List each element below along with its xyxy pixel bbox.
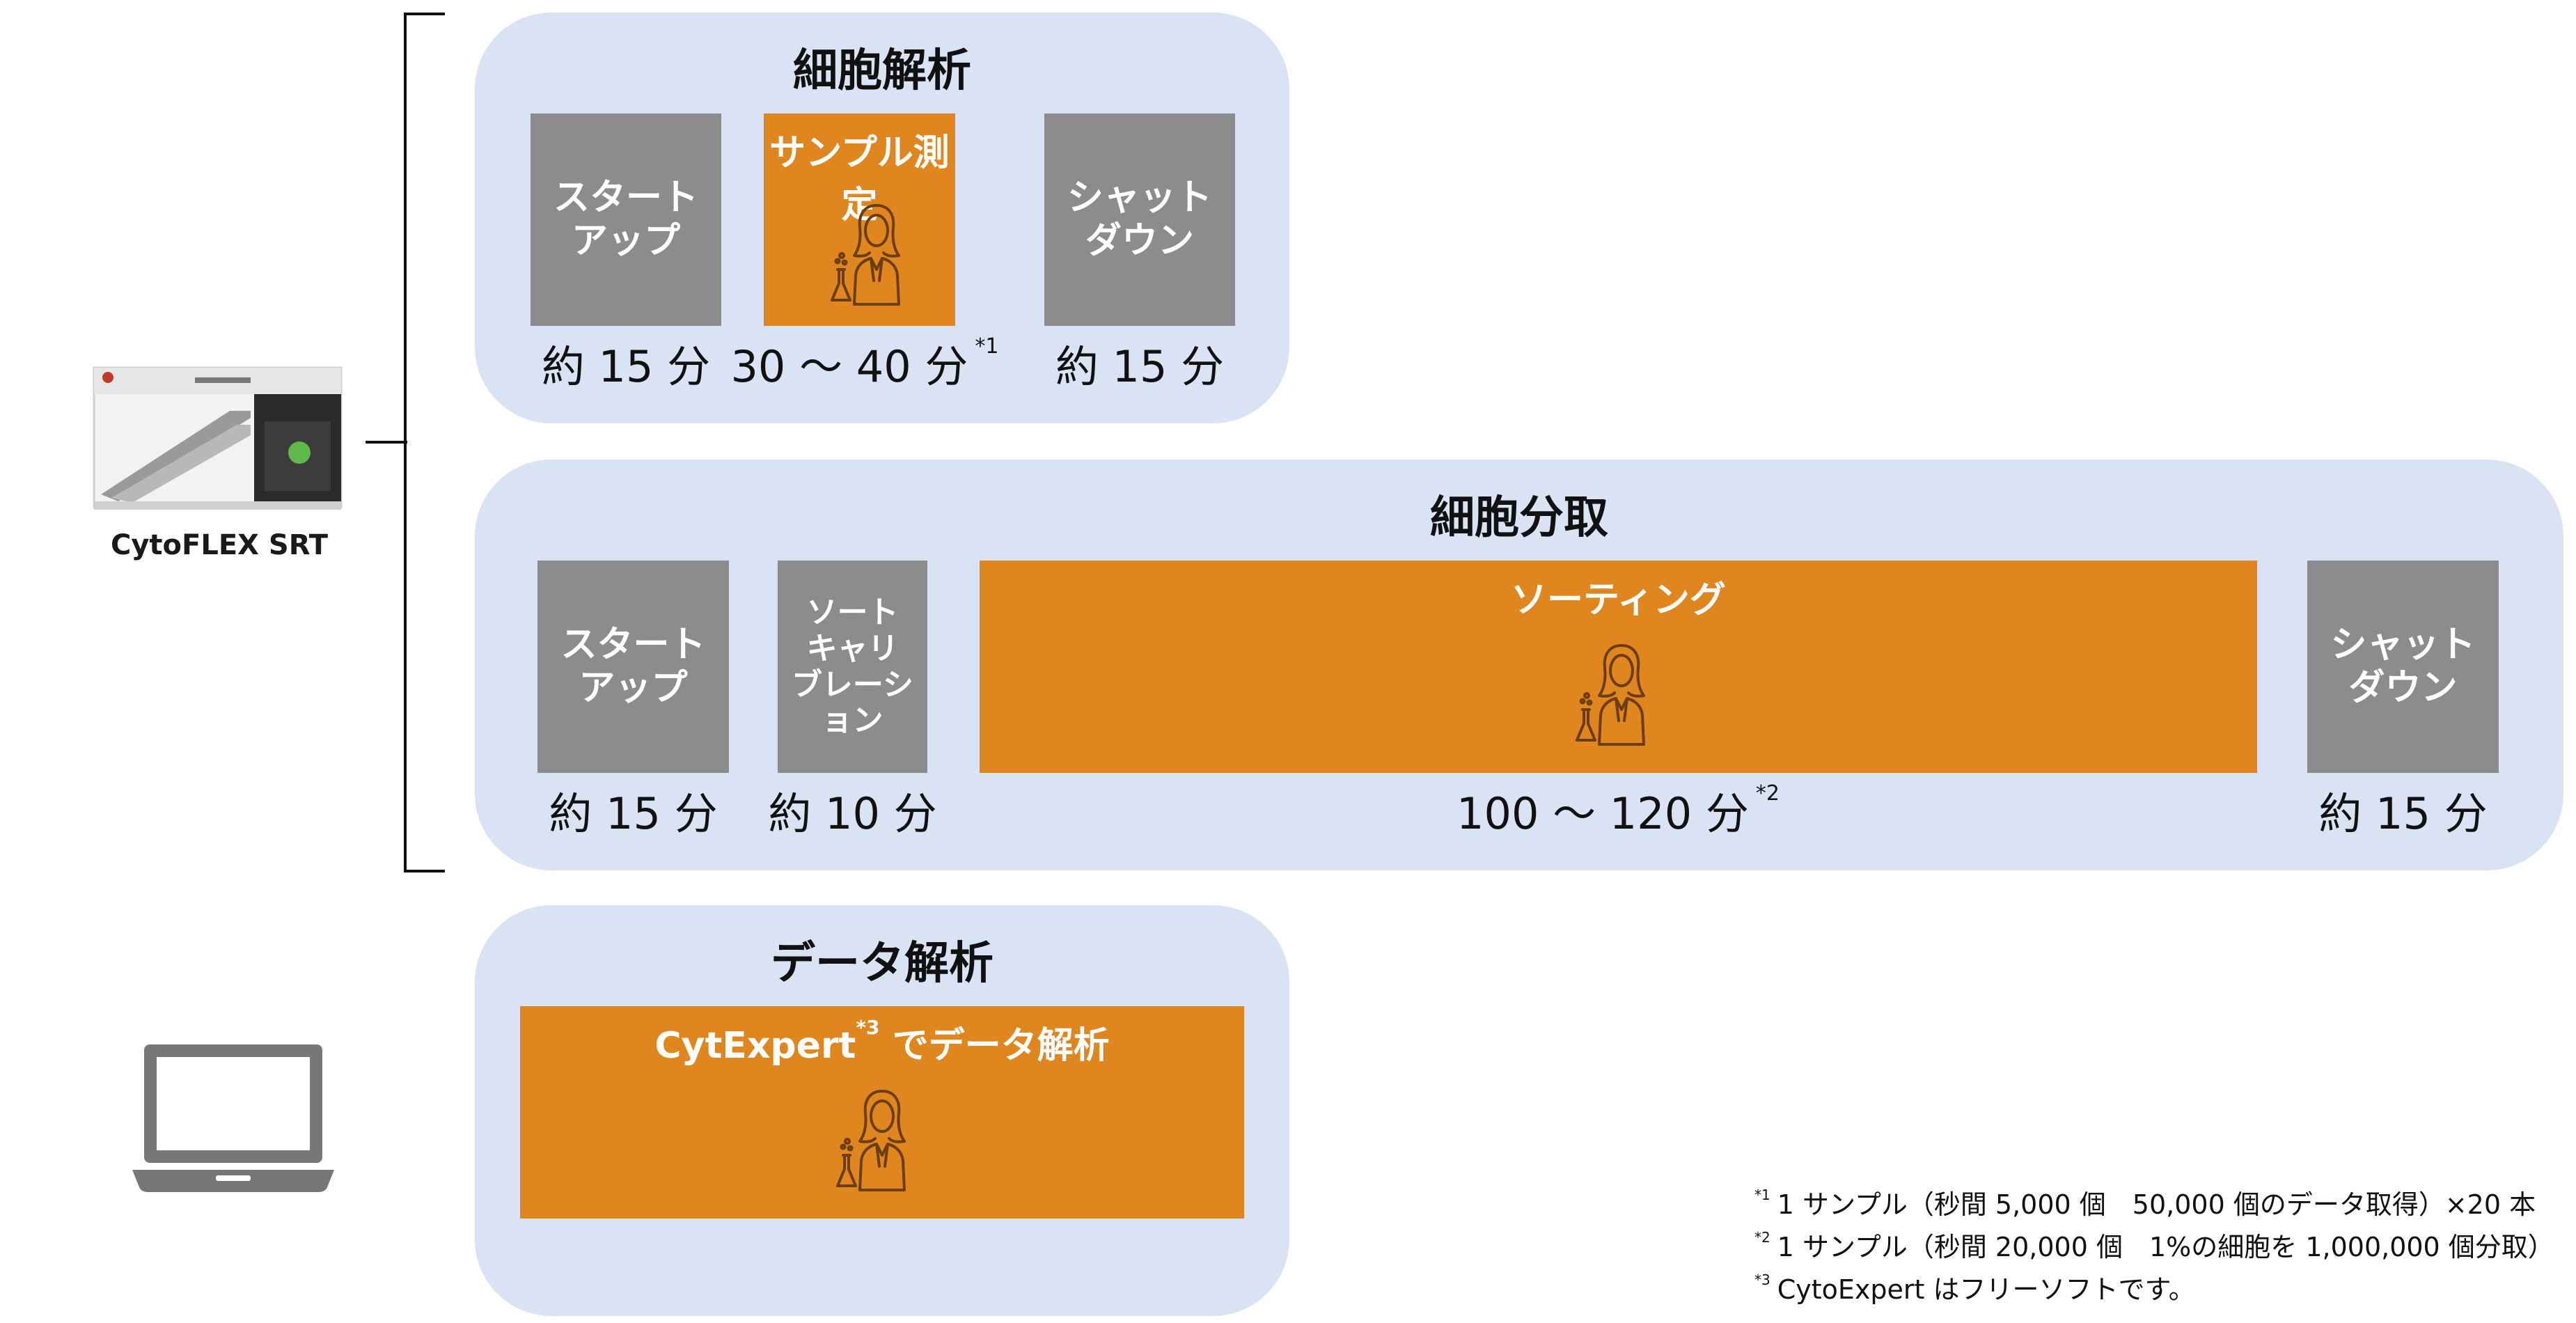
step-label: ソート キャリ ブレーション	[791, 594, 914, 739]
step-label: CytExpert*3 でデータ解析	[654, 1016, 1110, 1067]
instrument-image	[91, 355, 348, 515]
scientist-icon	[1576, 644, 1645, 746]
step-label: スタート アップ	[553, 177, 698, 262]
sample-measurement-step: サンプル測定	[764, 113, 955, 326]
step-label: シャット ダウン	[2330, 624, 2476, 709]
shutdown-step: シャット ダウン	[2307, 561, 2499, 773]
step-label: スタート アップ	[560, 624, 706, 709]
step-label: ソーティング	[1511, 579, 1726, 621]
scientist-icon	[831, 204, 900, 306]
step-label: シャット ダウン	[1067, 177, 1212, 262]
bracket	[404, 13, 445, 872]
data-analysis-step: CytExpert*3 でデータ解析	[520, 1006, 1244, 1219]
connector-line	[366, 441, 407, 444]
scientist-icon	[836, 1090, 906, 1191]
step-duration: 約 15 分	[2318, 788, 2488, 839]
shutdown-step: シャット ダウン	[1044, 113, 1235, 326]
startup-step: スタート アップ	[537, 561, 729, 773]
step-duration: 100 〜 120 分*2	[1456, 781, 1780, 839]
panel-title: 細胞解析	[793, 45, 971, 97]
cell-analysis-panel: 細胞解析 スタート アップ 約 15 分 サンプル測定 30 〜 40 分*1 …	[475, 13, 1289, 423]
sorting-step: ソーティング	[980, 561, 2257, 773]
step-duration: 約 15 分	[549, 788, 718, 839]
step-duration: 約 15 分	[1055, 341, 1225, 392]
laptop-icon	[129, 1038, 338, 1198]
instrument-name: CytoFLEX SRT	[110, 529, 329, 561]
data-analysis-panel: データ解析 CytExpert*3 でデータ解析	[475, 905, 1289, 1316]
step-duration: 30 〜 40 分*1	[730, 334, 999, 392]
panel-title: 細胞分取	[1430, 492, 1608, 544]
panel-title: データ解析	[771, 938, 994, 989]
sort-calibration-step: ソート キャリ ブレーション	[778, 561, 927, 773]
step-duration: 約 15 分	[541, 341, 711, 392]
cell-sorting-panel: 細胞分取 スタート アップ 約 15 分 ソート キャリ ブレーション 約 10…	[475, 460, 2563, 870]
step-duration: 約 10 分	[768, 788, 937, 839]
startup-step: スタート アップ	[531, 113, 721, 326]
